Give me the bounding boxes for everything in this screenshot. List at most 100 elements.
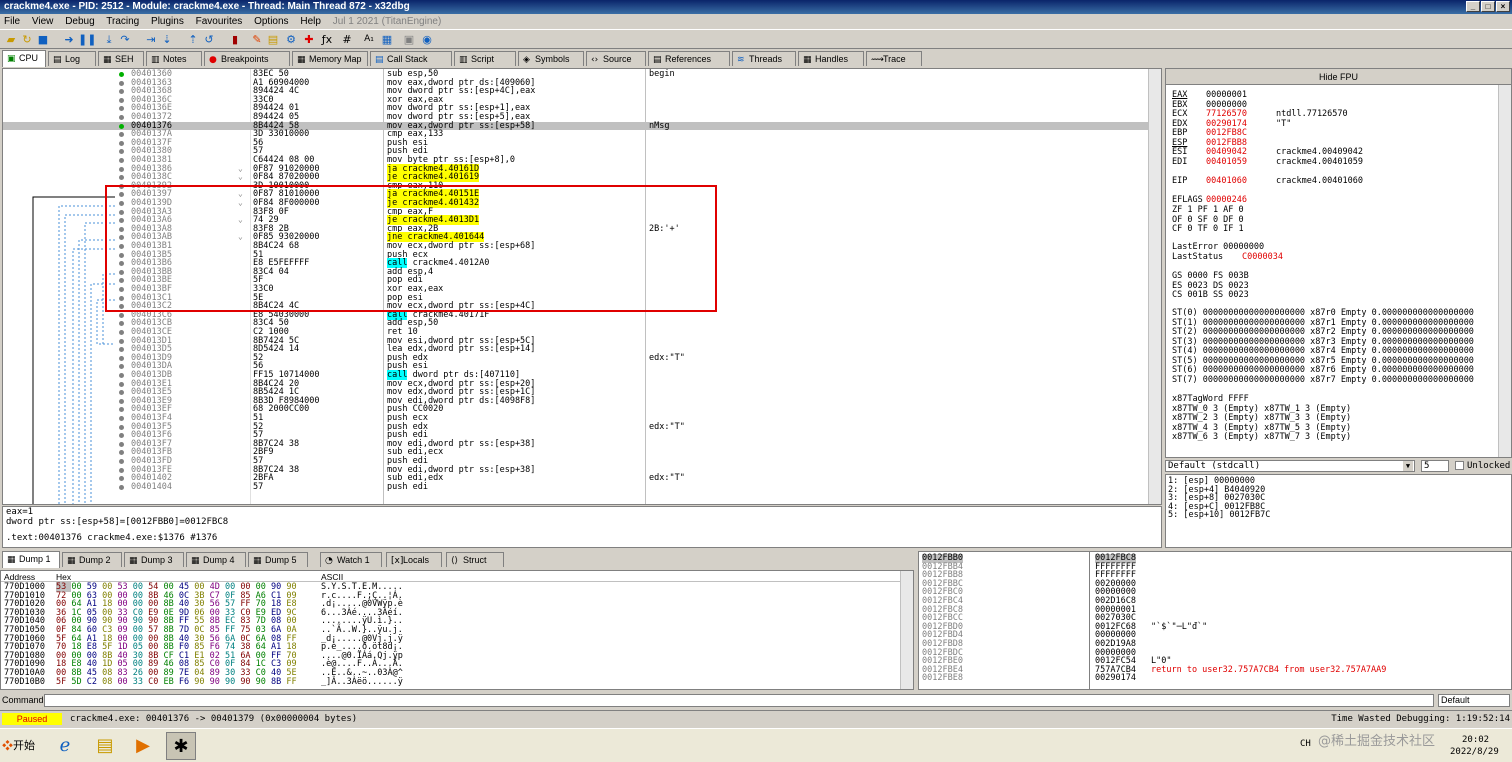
segment-registers[interactable]: ES 0023 DS 0023: [1172, 280, 1249, 291]
stack-value[interactable]: 002D19A8: [1095, 639, 1136, 649]
command-mode-select[interactable]: Default: [1438, 694, 1510, 707]
flags-line[interactable]: CF 0 TF 0 IF 1: [1172, 224, 1244, 234]
stack-address[interactable]: 0012FBE0: [922, 656, 963, 667]
trace-into-icon[interactable]: ⇥: [146, 33, 156, 46]
tab-dump-4[interactable]: ▦Dump 4: [186, 552, 246, 567]
calculator-icon[interactable]: ▣: [403, 33, 415, 46]
menu-options[interactable]: Options: [254, 16, 289, 27]
fpu-register[interactable]: ST(2) 00000000000000000000 x87r2 Empty 0…: [1172, 327, 1474, 337]
register-name[interactable]: ECX: [1172, 109, 1188, 119]
open-icon[interactable]: ▰: [6, 33, 16, 46]
tab-struct[interactable]: ⟨⟩Struct: [446, 552, 504, 567]
hide-fpu-button[interactable]: Hide FPU: [1166, 69, 1511, 85]
step-into-icon[interactable]: ⤓: [106, 33, 112, 46]
stack-address[interactable]: 0012FBC8: [922, 604, 963, 615]
fpu-register[interactable]: ST(0) 00000000000000000000 x87r0 Empty 0…: [1172, 308, 1474, 318]
stack-address[interactable]: 0012FBD4: [922, 630, 963, 641]
minimize-button[interactable]: _: [1466, 1, 1480, 12]
x32dbg-taskbar-icon[interactable]: ✱: [166, 732, 196, 760]
tab-watch-1[interactable]: ◔Watch 1: [320, 552, 382, 567]
stack-address[interactable]: 0012FBD0: [922, 621, 963, 632]
menu-file[interactable]: File: [4, 16, 21, 27]
stack-address[interactable]: 0012FBCC: [922, 613, 963, 624]
register-value[interactable]: 0012FB8C: [1206, 128, 1247, 138]
tab-seh[interactable]: ▦SEH: [98, 51, 144, 66]
register-name[interactable]: EFLAGS: [1172, 195, 1203, 205]
command-input[interactable]: [44, 694, 1434, 707]
unlocked-checkbox[interactable]: [1455, 461, 1464, 470]
flags-line[interactable]: OF 0 SF 0 DF 0: [1172, 214, 1244, 225]
stack-address[interactable]: 0012FBE4: [922, 664, 963, 675]
tab-trace[interactable]: ⟿Trace: [866, 51, 922, 66]
media-player-icon[interactable]: ▶: [136, 735, 150, 756]
tab-locals[interactable]: [x]Locals: [386, 552, 442, 567]
stack-value[interactable]: 00200000: [1095, 578, 1136, 589]
stack-value[interactable]: 00290174: [1095, 673, 1136, 684]
register-name[interactable]: EBP: [1172, 128, 1188, 138]
register-name[interactable]: EBX: [1172, 99, 1188, 110]
tab-dump-2[interactable]: ▦Dump 2: [62, 552, 122, 567]
step-over-icon[interactable]: ↷: [120, 33, 130, 46]
stack-address[interactable]: 0012FBB8: [922, 570, 963, 581]
menu-favourites[interactable]: Favourites: [195, 16, 243, 27]
stack-value[interactable]: 757A7CB4: [1095, 664, 1136, 675]
menu-tracing[interactable]: Tracing: [106, 16, 140, 27]
menu-view[interactable]: View: [31, 16, 54, 27]
tab-notes[interactable]: ▥Notes: [146, 51, 202, 66]
internet-explorer-icon[interactable]: ℯ: [59, 735, 71, 756]
register-value[interactable]: 00000246: [1206, 195, 1247, 205]
run-icon[interactable]: ➜: [64, 33, 74, 46]
registers-scrollbar[interactable]: [1498, 85, 1511, 457]
tab-symbols[interactable]: ◈Symbols: [518, 51, 584, 66]
tab-cpu[interactable]: ▣CPU: [2, 50, 46, 67]
stack-value[interactable]: 00000000: [1095, 647, 1136, 658]
stack-value[interactable]: 00000000: [1095, 630, 1136, 641]
font-icon[interactable]: A₁: [364, 34, 374, 44]
tab-handles[interactable]: ▦Handles: [798, 51, 864, 66]
language-indicator[interactable]: CH: [1300, 739, 1311, 749]
tab-dump-1[interactable]: ▦Dump 1: [2, 551, 60, 568]
stack-address[interactable]: 0012FBB4: [922, 561, 963, 572]
register-name[interactable]: ESI: [1172, 147, 1188, 157]
tab-script[interactable]: ▥Script: [454, 51, 516, 66]
tab-references[interactable]: ▤References: [648, 51, 730, 66]
register-value[interactable]: 00401059: [1206, 156, 1247, 167]
register-name[interactable]: EDX: [1172, 118, 1188, 129]
close-button[interactable]: ×: [1496, 1, 1510, 12]
maximize-button[interactable]: □: [1481, 1, 1495, 12]
register-value[interactable]: 00401060: [1206, 176, 1247, 186]
labels-icon[interactable]: ⚙: [286, 33, 296, 46]
function-icon[interactable]: ƒx: [321, 33, 333, 46]
calling-convention-select[interactable]: Default (stdcall) ▼: [1165, 460, 1415, 472]
comments-icon[interactable]: ▤: [267, 33, 279, 46]
register-value[interactable]: 00000001: [1206, 90, 1247, 100]
tab-memory-map[interactable]: ▦Memory Map: [292, 51, 368, 66]
register-name[interactable]: ESP: [1172, 137, 1188, 148]
tab-source[interactable]: ‹›Source: [586, 51, 646, 66]
stack-value[interactable]: FFFFFFFF: [1095, 561, 1136, 572]
